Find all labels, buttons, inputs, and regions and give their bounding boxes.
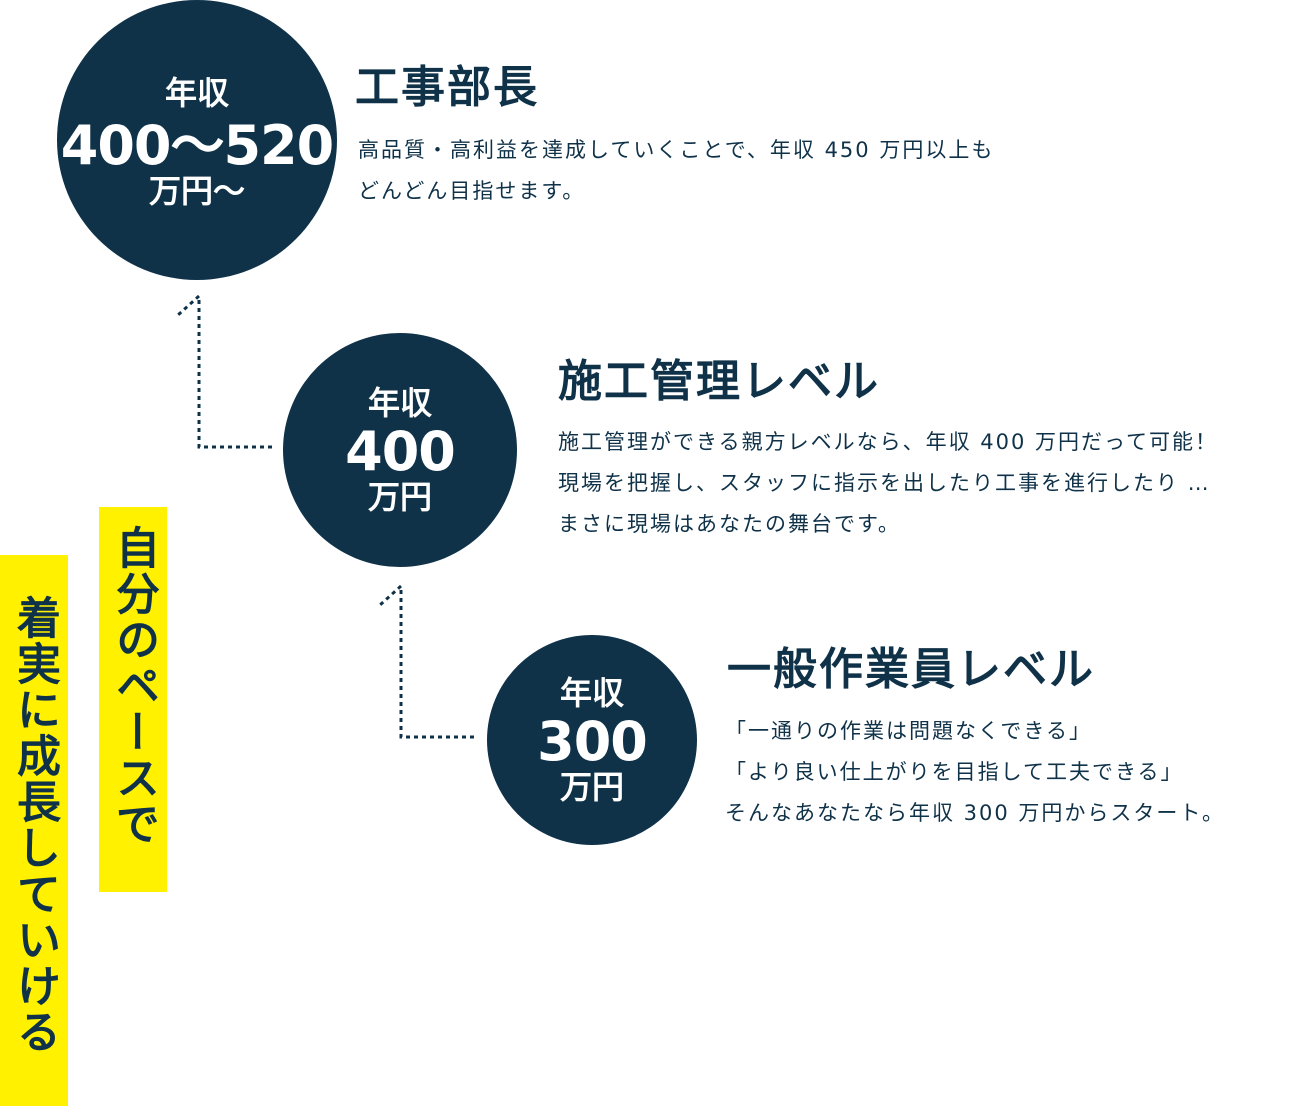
level-description-construction-management: 施工管理ができる親方レベルなら、年収 400 万円だって可能！ 現場を把握し、ス… [558,422,1218,545]
salary-circle-general-worker: 年収 300 万円 [487,635,697,845]
level-title-department-head: 工事部長 [355,62,539,113]
description-line: まさに現場はあなたの舞台です。 [558,512,901,536]
description-line: 「一通りの作業は問題なくできる」 [725,719,1092,743]
dotted-arrow-up-icon [176,294,272,449]
salary-amount: 400 [345,420,456,483]
salary-label: 年収 [367,384,432,422]
tagline-steady-growth: 着実に成長していける [0,555,68,1106]
description-line: 「より良い仕上がりを目指して工夫できる」 [725,760,1184,784]
level-title-construction-management: 施工管理レベル [558,356,880,407]
salary-unit: 万円 [367,478,432,516]
salary-unit: 万円～ [148,172,245,210]
salary-circle-construction-management: 年収 400 万円 [283,333,517,567]
salary-label: 年収 [559,674,624,712]
level-title-general-worker: 一般作業員レベル [727,644,1095,695]
level-description-department-head: 高品質・高利益を達成していくことで、年収 450 万円以上も どんどん目指せます… [358,130,994,212]
description-line: 現場を把握し、スタッフに指示を出したり工事を進行したり … [558,471,1211,495]
description-line: 高品質・高利益を達成していくことで、年収 450 万円以上も [358,138,995,162]
salary-amount: 300 [537,710,648,773]
salary-amount: 400～520 [60,114,334,177]
dotted-arrow-up-icon [378,584,474,739]
salary-label: 年収 [164,74,229,112]
description-line: そんなあなたなら年収 300 万円からスタート。 [725,801,1226,825]
description-line: どんどん目指せます。 [358,179,586,203]
tagline-own-pace: 自分のペースで [99,507,167,892]
salary-unit: 万円 [559,768,624,806]
level-description-general-worker: 「一通りの作業は問題なくできる」 「より良い仕上がりを目指して工夫できる」 そん… [725,711,1225,834]
salary-circle-department-head: 年収 400～520 万円～ [57,0,337,280]
description-line: 施工管理ができる親方レベルなら、年収 400 万円だって可能！ [558,430,1218,454]
